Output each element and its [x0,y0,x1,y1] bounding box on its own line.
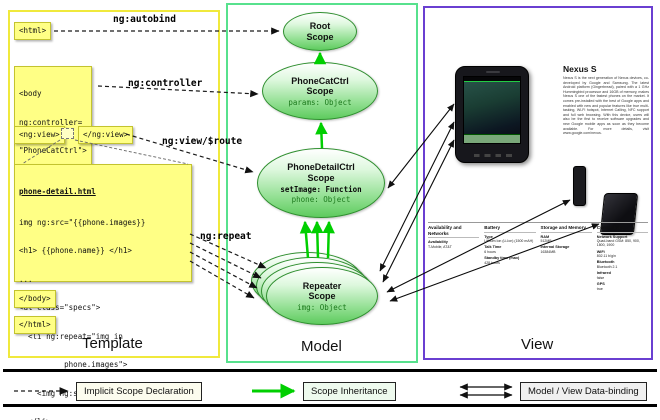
code-line: "PhoneCatCtrl"> [19,146,87,155]
template-panel [8,10,220,358]
scope-property: setImage: Function [280,185,362,194]
legend-bottom-rule [3,404,657,407]
spec-header: Storage and Memory [540,225,592,233]
code-line: <li ng:repeat="img in [19,331,123,341]
html-close-tag: </html> [14,316,56,334]
spec-value: 802.11 b/g/n [596,254,616,259]
code-line: <ul class="specs"> [19,303,101,312]
template-panel-label: Template [82,335,143,352]
legend-inheritance-label: Scope Inheritance [303,382,396,401]
product-title: Nexus S [563,64,597,74]
phone-statusbar [464,77,520,82]
spec-label: Bluetooth [596,260,615,265]
spec-header: Battery [484,225,536,233]
ngview-open-tag: <ng:view> [14,126,65,144]
scope-title: PhoneCatCtrl [291,75,349,86]
spec-value: 6 hours [484,249,496,254]
spec-column: Battery Type Lithium Ion (Li-Ion) (1500 … [484,225,536,291]
code-line: <h1> {{phone.name}} </h1> [19,246,132,255]
legend-databinding-label: Model / View Data-binding [520,382,647,401]
scope-title: PhoneDetailCtrl [287,162,355,172]
scope-title: Scope [307,172,335,183]
spec-header: Availability and Networks [428,225,480,239]
spec-value: T-Mobile, AT&T [428,244,452,249]
root-scope-ellipse: Root Scope [283,12,357,51]
spec-label: Network Support [596,234,628,239]
spec-value: 428 hours [484,260,500,265]
ng-repeat-label: ng:repeat [200,231,252,242]
phone-detail-filename: phone-detail.html [19,187,96,196]
spec-value: Lithium Ion (Li-Ion) (1500 mAH) [484,239,534,244]
spec-table: Availability and Networks Availability T… [428,222,648,291]
code-line: phone.images"> [19,360,128,369]
spec-value: false [596,275,605,280]
scope-property: phone: Object [291,195,351,204]
spec-label: WiFi [596,249,605,254]
ng-view-route-label: ng:view/$route [162,136,243,147]
phone-screen [463,76,521,144]
view-panel-label: View [521,336,554,353]
spec-header: Connectivity [596,225,648,233]
nexus-phone-image [455,66,529,163]
scope-title: Scope [306,31,334,42]
phone-thumbnail-side [573,166,586,206]
code-line: img ng:src="{{phone.images}} [19,217,146,227]
body-close-tag: </body> [14,290,56,308]
spec-label: Infrared [596,271,611,276]
html-open-tag: <html> [14,22,52,40]
phonedetailctrl-scope-ellipse: PhoneDetailCtrl Scope setImage: Function… [257,148,385,218]
scope-property: params: Object [288,97,352,107]
scope-property: img: Object [297,302,347,312]
spec-column: Availability and Networks Availability T… [428,225,480,291]
phonecatctrl-scope-ellipse: PhoneCatCtrl Scope params: Object [262,62,378,120]
spec-value: Bluetooth 2.1 [596,264,618,269]
body-open-tag: <body ng:controller= "PhoneCatCtrl"> [14,66,92,179]
code-line: <body [19,89,42,98]
code-line: ... [19,274,33,284]
spec-label: GPS [596,281,605,286]
product-description: Nexus S is the next generation of Nexus … [563,76,649,136]
phone-detail-template: phone-detail.html img ng:src="{{phone.im… [14,164,192,420]
ng-autobind-label: ng:autobind [113,14,176,25]
phone-speaker [486,71,500,73]
model-panel-label: Model [301,338,342,355]
spec-value: true [596,286,603,291]
spec-column: Connectivity Network Support Quad-band G… [596,225,648,291]
repeater-scope-ellipse: Repeater Scope img: Object [266,267,378,325]
scope-title: Scope [306,86,334,96]
scope-title: Scope [308,291,336,301]
spec-value: 512MB [540,239,552,244]
spec-column: Storage and Memory RAM 512MB Internal St… [540,225,592,291]
spec-value: Quad-band GSM: 850, 900, 1800, 1900 [596,239,640,248]
scope-title: Repeater [302,280,342,291]
spec-value: 16384MB [540,249,556,254]
ng-controller-label: ng:controller [128,78,203,89]
view-panel [423,6,653,360]
view-placeholder-icon [61,128,74,139]
phone-dock [464,134,520,143]
ngview-close-tag: </ng:view> [78,126,134,144]
scope-title: Root [309,21,331,31]
phone-softkeys [474,154,512,157]
legend-top-rule [3,369,657,372]
code-line: </li> [19,417,187,420]
code-line: ng:controller= [19,117,83,127]
legend-implicit-label: Implicit Scope Declaration [76,382,202,401]
